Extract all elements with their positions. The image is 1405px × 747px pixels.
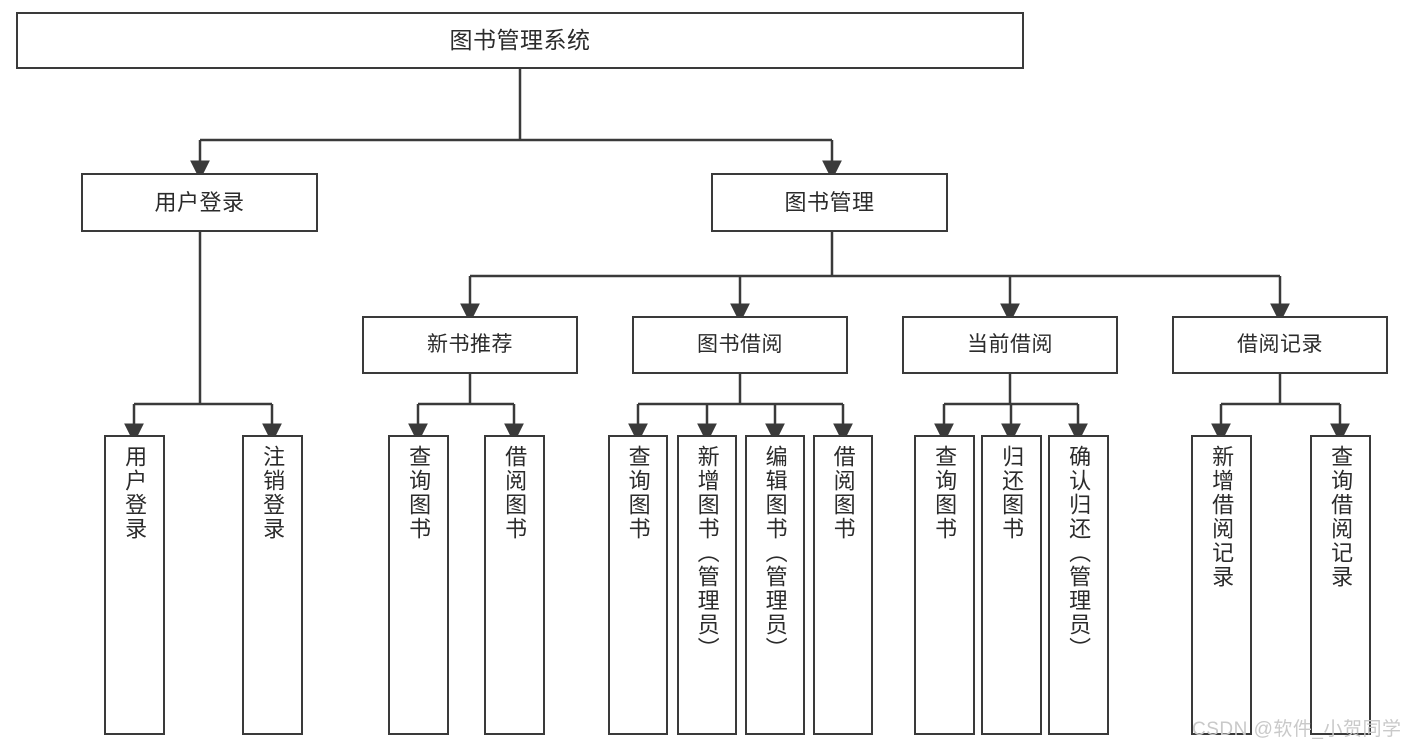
node-borrow-record-label: 借阅记录 bbox=[1237, 332, 1323, 356]
node-leaf-query-record-label: 查询借阅记录 bbox=[1328, 445, 1354, 589]
node-leaf-confirm-return-label: 确认归还（管理员） bbox=[1066, 445, 1092, 661]
node-leaf-logout-login-label: 注销登录 bbox=[260, 445, 286, 541]
node-user-login[interactable]: 用户登录 bbox=[81, 173, 318, 232]
node-leaf-add-book-admin-label: 新增图书（管理员） bbox=[694, 445, 720, 661]
node-leaf-user-login-label: 用户登录 bbox=[122, 445, 148, 541]
node-current-borrow-label: 当前借阅 bbox=[967, 332, 1053, 356]
node-leaf-user-login[interactable]: 用户登录 bbox=[104, 435, 165, 735]
node-root-system[interactable]: 图书管理系统 bbox=[16, 12, 1024, 69]
node-user-login-label: 用户登录 bbox=[154, 189, 245, 215]
node-borrow-record[interactable]: 借阅记录 bbox=[1172, 316, 1388, 374]
node-leaf-edit-book-admin[interactable]: 编辑图书（管理员） bbox=[745, 435, 805, 735]
node-leaf-borrow-book-1[interactable]: 借阅图书 bbox=[484, 435, 545, 735]
node-root-system-label: 图书管理系统 bbox=[449, 26, 591, 53]
node-book-borrow-label: 图书借阅 bbox=[697, 332, 783, 356]
node-leaf-return-book[interactable]: 归还图书 bbox=[981, 435, 1042, 735]
node-leaf-logout-login[interactable]: 注销登录 bbox=[242, 435, 303, 735]
node-leaf-add-record-label: 新增借阅记录 bbox=[1209, 445, 1235, 589]
node-leaf-borrow-book-2-label: 借阅图书 bbox=[830, 445, 856, 541]
node-leaf-add-record[interactable]: 新增借阅记录 bbox=[1191, 435, 1252, 735]
node-new-book-recommend[interactable]: 新书推荐 bbox=[362, 316, 578, 374]
node-current-borrow[interactable]: 当前借阅 bbox=[902, 316, 1118, 374]
node-leaf-query-record[interactable]: 查询借阅记录 bbox=[1310, 435, 1371, 735]
node-leaf-borrow-book-2[interactable]: 借阅图书 bbox=[813, 435, 873, 735]
node-leaf-query-book-2-label: 查询图书 bbox=[625, 445, 651, 541]
node-new-book-recommend-label: 新书推荐 bbox=[427, 332, 513, 356]
node-book-management-label: 图书管理 bbox=[784, 189, 875, 215]
node-leaf-query-book-1[interactable]: 查询图书 bbox=[388, 435, 449, 735]
node-leaf-edit-book-admin-label: 编辑图书（管理员） bbox=[762, 445, 788, 661]
node-leaf-query-book-3-label: 查询图书 bbox=[932, 445, 958, 541]
csdn-watermark: CSDN @软件_小贺同学 bbox=[1192, 719, 1402, 740]
node-leaf-confirm-return[interactable]: 确认归还（管理员） bbox=[1048, 435, 1109, 735]
node-leaf-query-book-2[interactable]: 查询图书 bbox=[608, 435, 668, 735]
node-leaf-add-book-admin[interactable]: 新增图书（管理员） bbox=[677, 435, 737, 735]
node-book-management[interactable]: 图书管理 bbox=[711, 173, 948, 232]
node-leaf-borrow-book-1-label: 借阅图书 bbox=[502, 445, 528, 541]
node-book-borrow[interactable]: 图书借阅 bbox=[632, 316, 848, 374]
node-leaf-return-book-label: 归还图书 bbox=[999, 445, 1025, 541]
node-leaf-query-book-1-label: 查询图书 bbox=[406, 445, 432, 541]
node-leaf-query-book-3[interactable]: 查询图书 bbox=[914, 435, 975, 735]
